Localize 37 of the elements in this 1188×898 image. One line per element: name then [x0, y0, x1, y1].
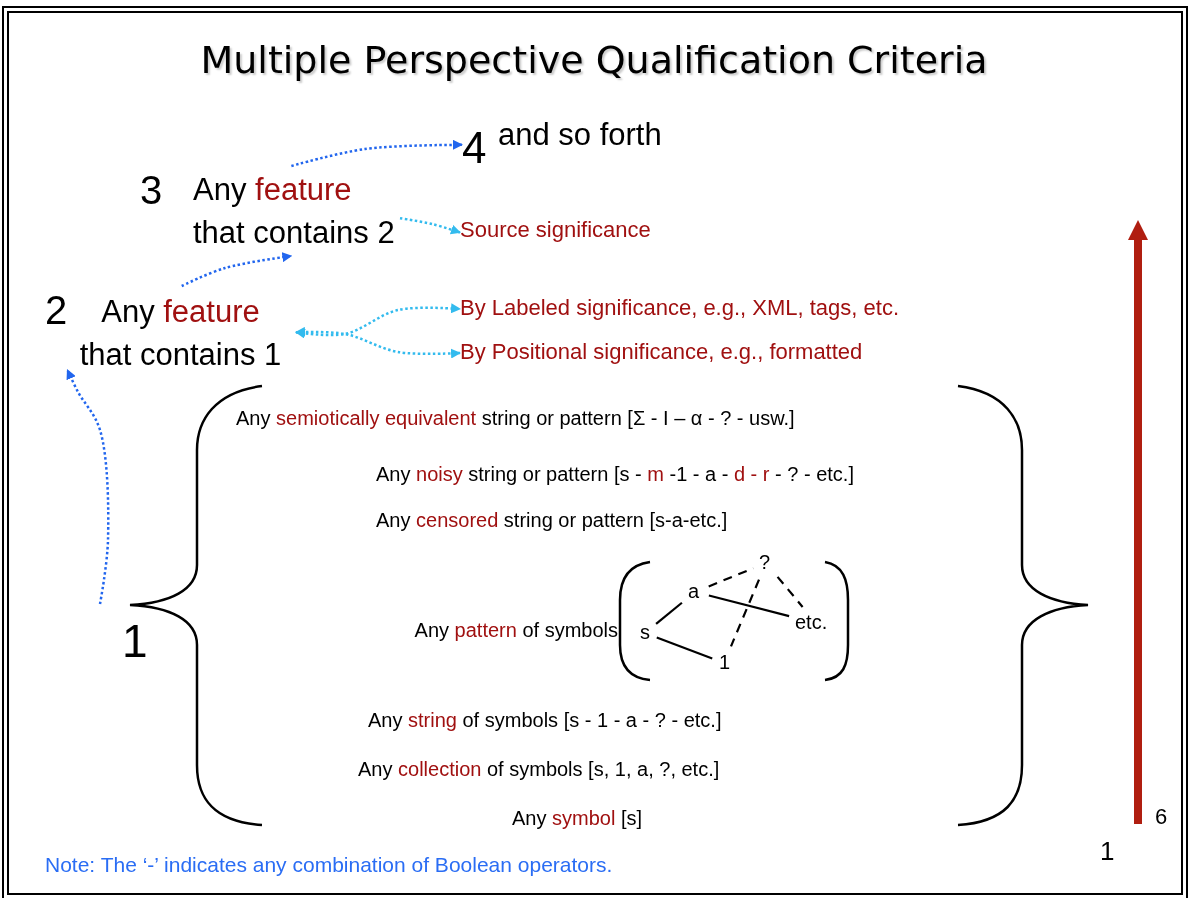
step-text: and so forth — [498, 116, 662, 154]
symbol-label: a — [688, 579, 700, 603]
step-number: 3 — [140, 167, 163, 214]
connector-line — [730, 579, 760, 647]
criteria-text: Any censored string or pattern [s-a-etc.] — [376, 508, 728, 532]
dotted-arrow — [291, 139, 463, 168]
criteria-text: Any semiotically equivalent string or pattern [Σ - I – α - ? - usw.] — [236, 406, 795, 430]
dotted-arrow — [295, 303, 461, 339]
connector-line — [708, 594, 790, 618]
dotted-arrow — [66, 369, 110, 605]
page-number: 1 — [1100, 836, 1115, 868]
title: Multiple Perspective Qualification Criteria — [199, 38, 989, 82]
annotation-text: By Positional significance, e.g., formatted — [460, 339, 863, 366]
step-number: 2 — [45, 287, 68, 334]
annotation-text: By Labeled significance, e.g., XML, tags, etc. — [460, 295, 900, 322]
symbol-label: s — [640, 620, 650, 644]
connector-line — [656, 636, 713, 660]
criteria-text: Any symbol [s] — [512, 806, 643, 830]
annotation-text: Source significance — [460, 217, 651, 244]
criteria-text: Any pattern of symbols — [414, 618, 618, 642]
step-text: Any feature that contains 2 — [193, 171, 396, 253]
symbol-label: ? — [759, 550, 771, 574]
step-number: 1 — [122, 614, 148, 669]
symbol-label: etc. — [795, 610, 828, 634]
dotted-arrow — [181, 252, 293, 288]
step-number: 4 — [462, 122, 487, 174]
step-text: Any feature that contains 1 — [78, 293, 283, 375]
connector-line — [655, 601, 683, 625]
criteria-text: Any collection of symbols [s, 1, a, ?, etc.] — [358, 757, 720, 781]
criteria-text: Any noisy string or pattern [s - m -1 - a - d - r - ? - etc.] — [376, 462, 854, 486]
criteria-text: Any string of symbols [s - 1 - a - ? - etc.] — [368, 708, 722, 732]
dotted-arrow — [399, 216, 461, 235]
connector-line — [776, 576, 804, 608]
footnote: Note: The ‘-’ indicates any combination of Boolean operators. — [45, 852, 613, 878]
axis-number: 6 — [1155, 804, 1168, 831]
dotted-arrow — [295, 326, 461, 359]
symbol-label: 1 — [719, 650, 731, 674]
